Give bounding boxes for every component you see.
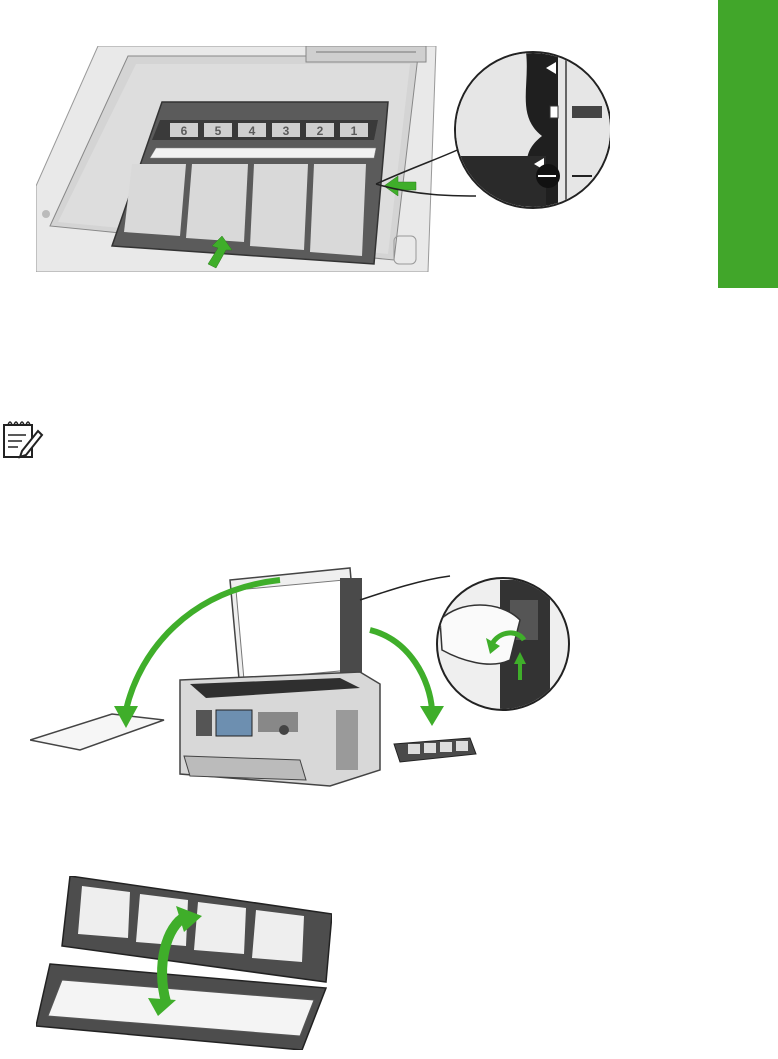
printer-remove-lid-backing-illustration — [30, 560, 575, 800]
note-pencil-icon — [0, 417, 44, 461]
frame-number: 4 — [249, 124, 256, 138]
section-tab — [718, 0, 778, 288]
frame-number: 6 — [181, 124, 188, 138]
printer-display — [216, 710, 252, 736]
frame-number: 1 — [351, 124, 358, 138]
frame-number: 5 — [215, 124, 222, 138]
lid-backing — [30, 714, 164, 750]
frame-number: 3 — [283, 124, 290, 138]
frame-number: 2 — [317, 124, 324, 138]
film-holder-in-lid — [340, 578, 362, 674]
film-holder-on-glass-illustration: 6 5 4 3 2 1 — [36, 46, 610, 272]
film-holder-open-illustration — [36, 876, 332, 1050]
